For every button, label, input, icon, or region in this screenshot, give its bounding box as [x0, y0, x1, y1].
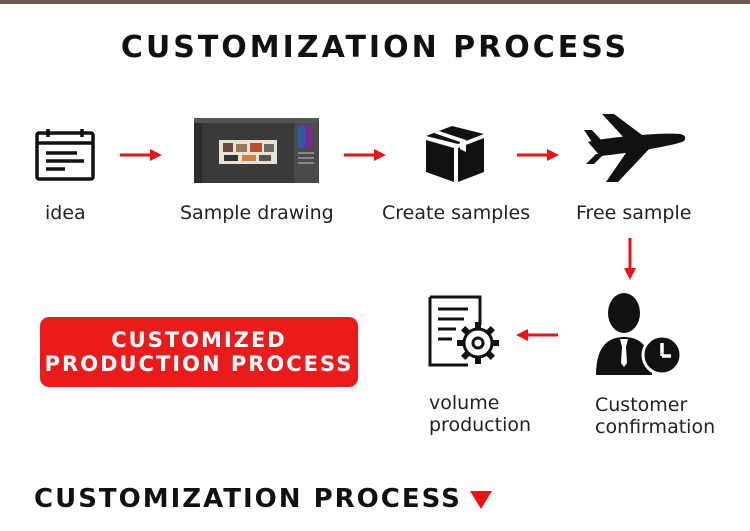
document-gear-icon — [428, 295, 500, 367]
person-clock-icon — [594, 291, 682, 377]
step-label-idea: idea — [45, 202, 86, 224]
photoshop-screenshot — [194, 118, 319, 183]
cta-line-1: CUSTOMIZED — [111, 328, 286, 352]
arrow-right-icon — [120, 148, 162, 162]
customized-production-button[interactable]: CUSTOMIZED PRODUCTION PROCESS — [40, 317, 358, 387]
arrow-left-icon — [516, 328, 558, 342]
label-line-2: confirmation — [595, 416, 715, 438]
airplane-icon — [582, 112, 688, 184]
page-title: CUSTOMIZATION PROCESS — [0, 30, 750, 65]
step-label-free-sample: Free sample — [576, 202, 691, 224]
label-line-2: production — [429, 414, 531, 436]
section-title: CUSTOMIZATION PROCESS — [34, 484, 492, 514]
triangle-down-icon — [470, 491, 492, 509]
step-label-create-samples: Create samples — [382, 202, 530, 224]
box-icon — [422, 122, 488, 184]
label-line-1: volume — [429, 392, 531, 414]
arrow-right-icon — [517, 148, 559, 162]
step-label-sample-drawing: Sample drawing — [180, 202, 334, 224]
step-label-volume-production: volume production — [429, 392, 531, 436]
label-line-1: Customer — [595, 394, 715, 416]
cta-line-2: PRODUCTION PROCESS — [45, 352, 354, 376]
calendar-note-icon — [35, 129, 95, 181]
step-label-customer-confirmation: Customer confirmation — [595, 394, 715, 438]
section-title-text: CUSTOMIZATION PROCESS — [34, 484, 462, 514]
arrow-right-icon — [344, 148, 386, 162]
top-image-strip — [0, 0, 750, 4]
arrow-down-icon — [623, 238, 637, 280]
